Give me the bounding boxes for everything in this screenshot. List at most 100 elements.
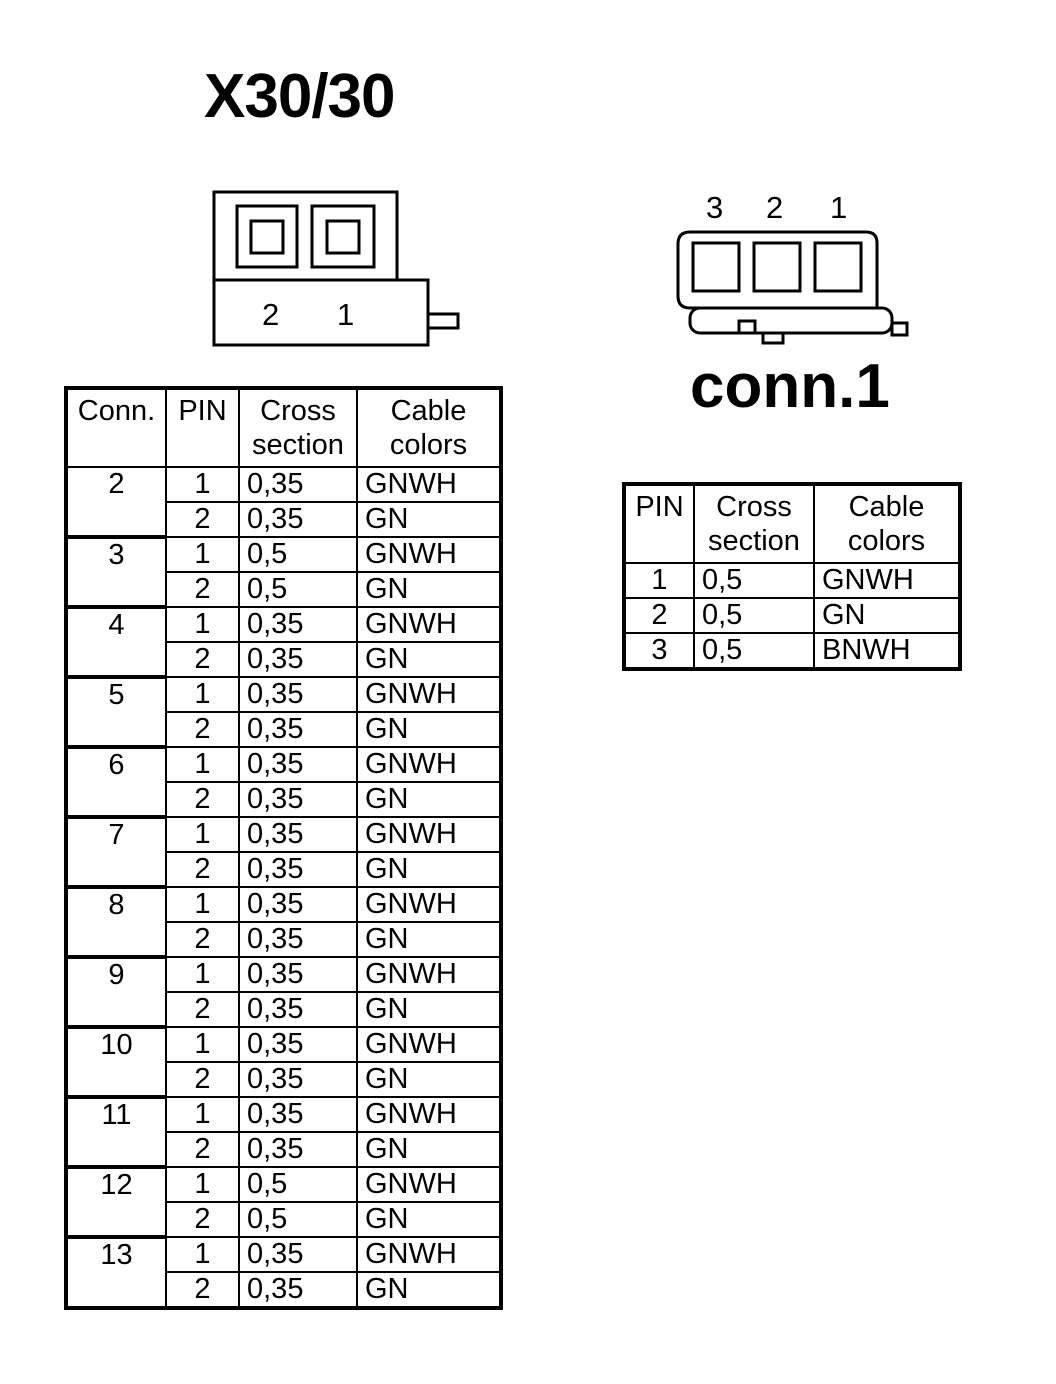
cable-color-cell: GNWH [356, 816, 502, 853]
pin-cell: 1 [165, 816, 240, 853]
pin-cell: 2 [165, 1131, 240, 1168]
cable-color-cell: GN [356, 851, 502, 888]
cable-color-cell: GNWH [356, 1236, 502, 1273]
cable-color-cell: GNWH [356, 606, 502, 643]
conn-cell: 4 [65, 606, 167, 679]
cable-color-cell: GN [356, 921, 502, 958]
conn1-pin-label: 3 [706, 190, 723, 225]
conn-cell: 13 [65, 1236, 167, 1310]
cross-section-cell: 0,5 [693, 562, 815, 599]
conn-cell: 2 [65, 466, 167, 539]
cross-section-cell: 0,35 [238, 501, 358, 538]
cable-color-cell: GNWH [356, 466, 502, 503]
cross-section-cell: 0,35 [238, 676, 358, 713]
cable-color-cell: GN [356, 1131, 502, 1168]
cross-section-cell: 0,35 [238, 1026, 358, 1063]
conn1-title: conn.1 [690, 352, 890, 421]
x30-connector-icon [212, 190, 460, 347]
cross-section-cell: 0,35 [238, 606, 358, 643]
header-conn: Conn. [65, 387, 167, 468]
cross-section-cell: 0,5 [693, 597, 815, 634]
cable-color-cell: GN [356, 711, 502, 748]
cross-section-cell: 0,35 [238, 466, 358, 503]
cross-section-cell: 0,5 [238, 1201, 358, 1238]
cross-section-cell: 0,35 [238, 956, 358, 993]
x30-pin-label: 1 [337, 297, 354, 332]
header-pin: PIN [623, 483, 695, 564]
conn-cell: 8 [65, 886, 167, 959]
cable-color-cell: GNWH [356, 746, 502, 783]
cross-section-cell: 0,35 [238, 746, 358, 783]
cross-section-cell: 0,35 [238, 711, 358, 748]
cable-color-cell: GNWH [356, 536, 502, 573]
pin-cell: 1 [165, 536, 240, 573]
cable-color-cell: GNWH [813, 562, 961, 599]
cross-section-cell: 0,35 [238, 1236, 358, 1273]
cable-color-cell: GN [356, 1201, 502, 1238]
pin-cell: 1 [165, 1026, 240, 1063]
conn-cell: 9 [65, 956, 167, 1029]
conn-cell: 7 [65, 816, 167, 889]
conn1-connector-icon [676, 230, 909, 345]
cable-color-cell: GN [813, 597, 961, 634]
cross-section-cell: 0,35 [238, 991, 358, 1028]
cross-section-cell: 0,35 [238, 886, 358, 923]
pin-cell: 1 [165, 746, 240, 783]
pin-cell: 1 [165, 956, 240, 993]
cable-color-cell: GNWH [356, 1166, 502, 1203]
x30-title: X30/30 [204, 62, 396, 131]
conn1-pin-label: 1 [830, 190, 847, 225]
pin-cell: 1 [165, 606, 240, 643]
cable-color-cell: GNWH [356, 956, 502, 993]
cross-section-cell: 0,35 [238, 921, 358, 958]
cable-color-cell: GNWH [356, 886, 502, 923]
cable-color-cell: GN [356, 571, 502, 608]
conn-cell: 5 [65, 676, 167, 749]
cable-color-cell: BNWH [813, 632, 961, 670]
pin-cell: 1 [165, 1166, 240, 1203]
pin-cell: 1 [165, 1096, 240, 1133]
cable-color-cell: GN [356, 641, 502, 678]
cross-section-cell: 0,35 [238, 816, 358, 853]
pin-cell: 2 [165, 571, 240, 608]
cable-color-cell: GNWH [356, 1026, 502, 1063]
conn-cell: 6 [65, 746, 167, 819]
pin-cell: 2 [165, 641, 240, 678]
cross-section-cell: 0,5 [693, 632, 815, 670]
pin-cell: 1 [165, 676, 240, 713]
pin-cell: 2 [623, 597, 695, 634]
x30-pin-label: 2 [262, 297, 279, 332]
cable-color-cell: GN [356, 1061, 502, 1098]
cable-color-cell: GN [356, 1271, 502, 1309]
cable-color-cell: GNWH [356, 676, 502, 713]
cross-section-cell: 0,35 [238, 1271, 358, 1309]
pin-cell: 2 [165, 781, 240, 818]
pin-cell: 2 [165, 991, 240, 1028]
cable-color-cell: GNWH [356, 1096, 502, 1133]
cross-section-cell: 0,35 [238, 851, 358, 888]
header-pin: PIN [165, 387, 240, 468]
pin-cell: 2 [165, 501, 240, 538]
